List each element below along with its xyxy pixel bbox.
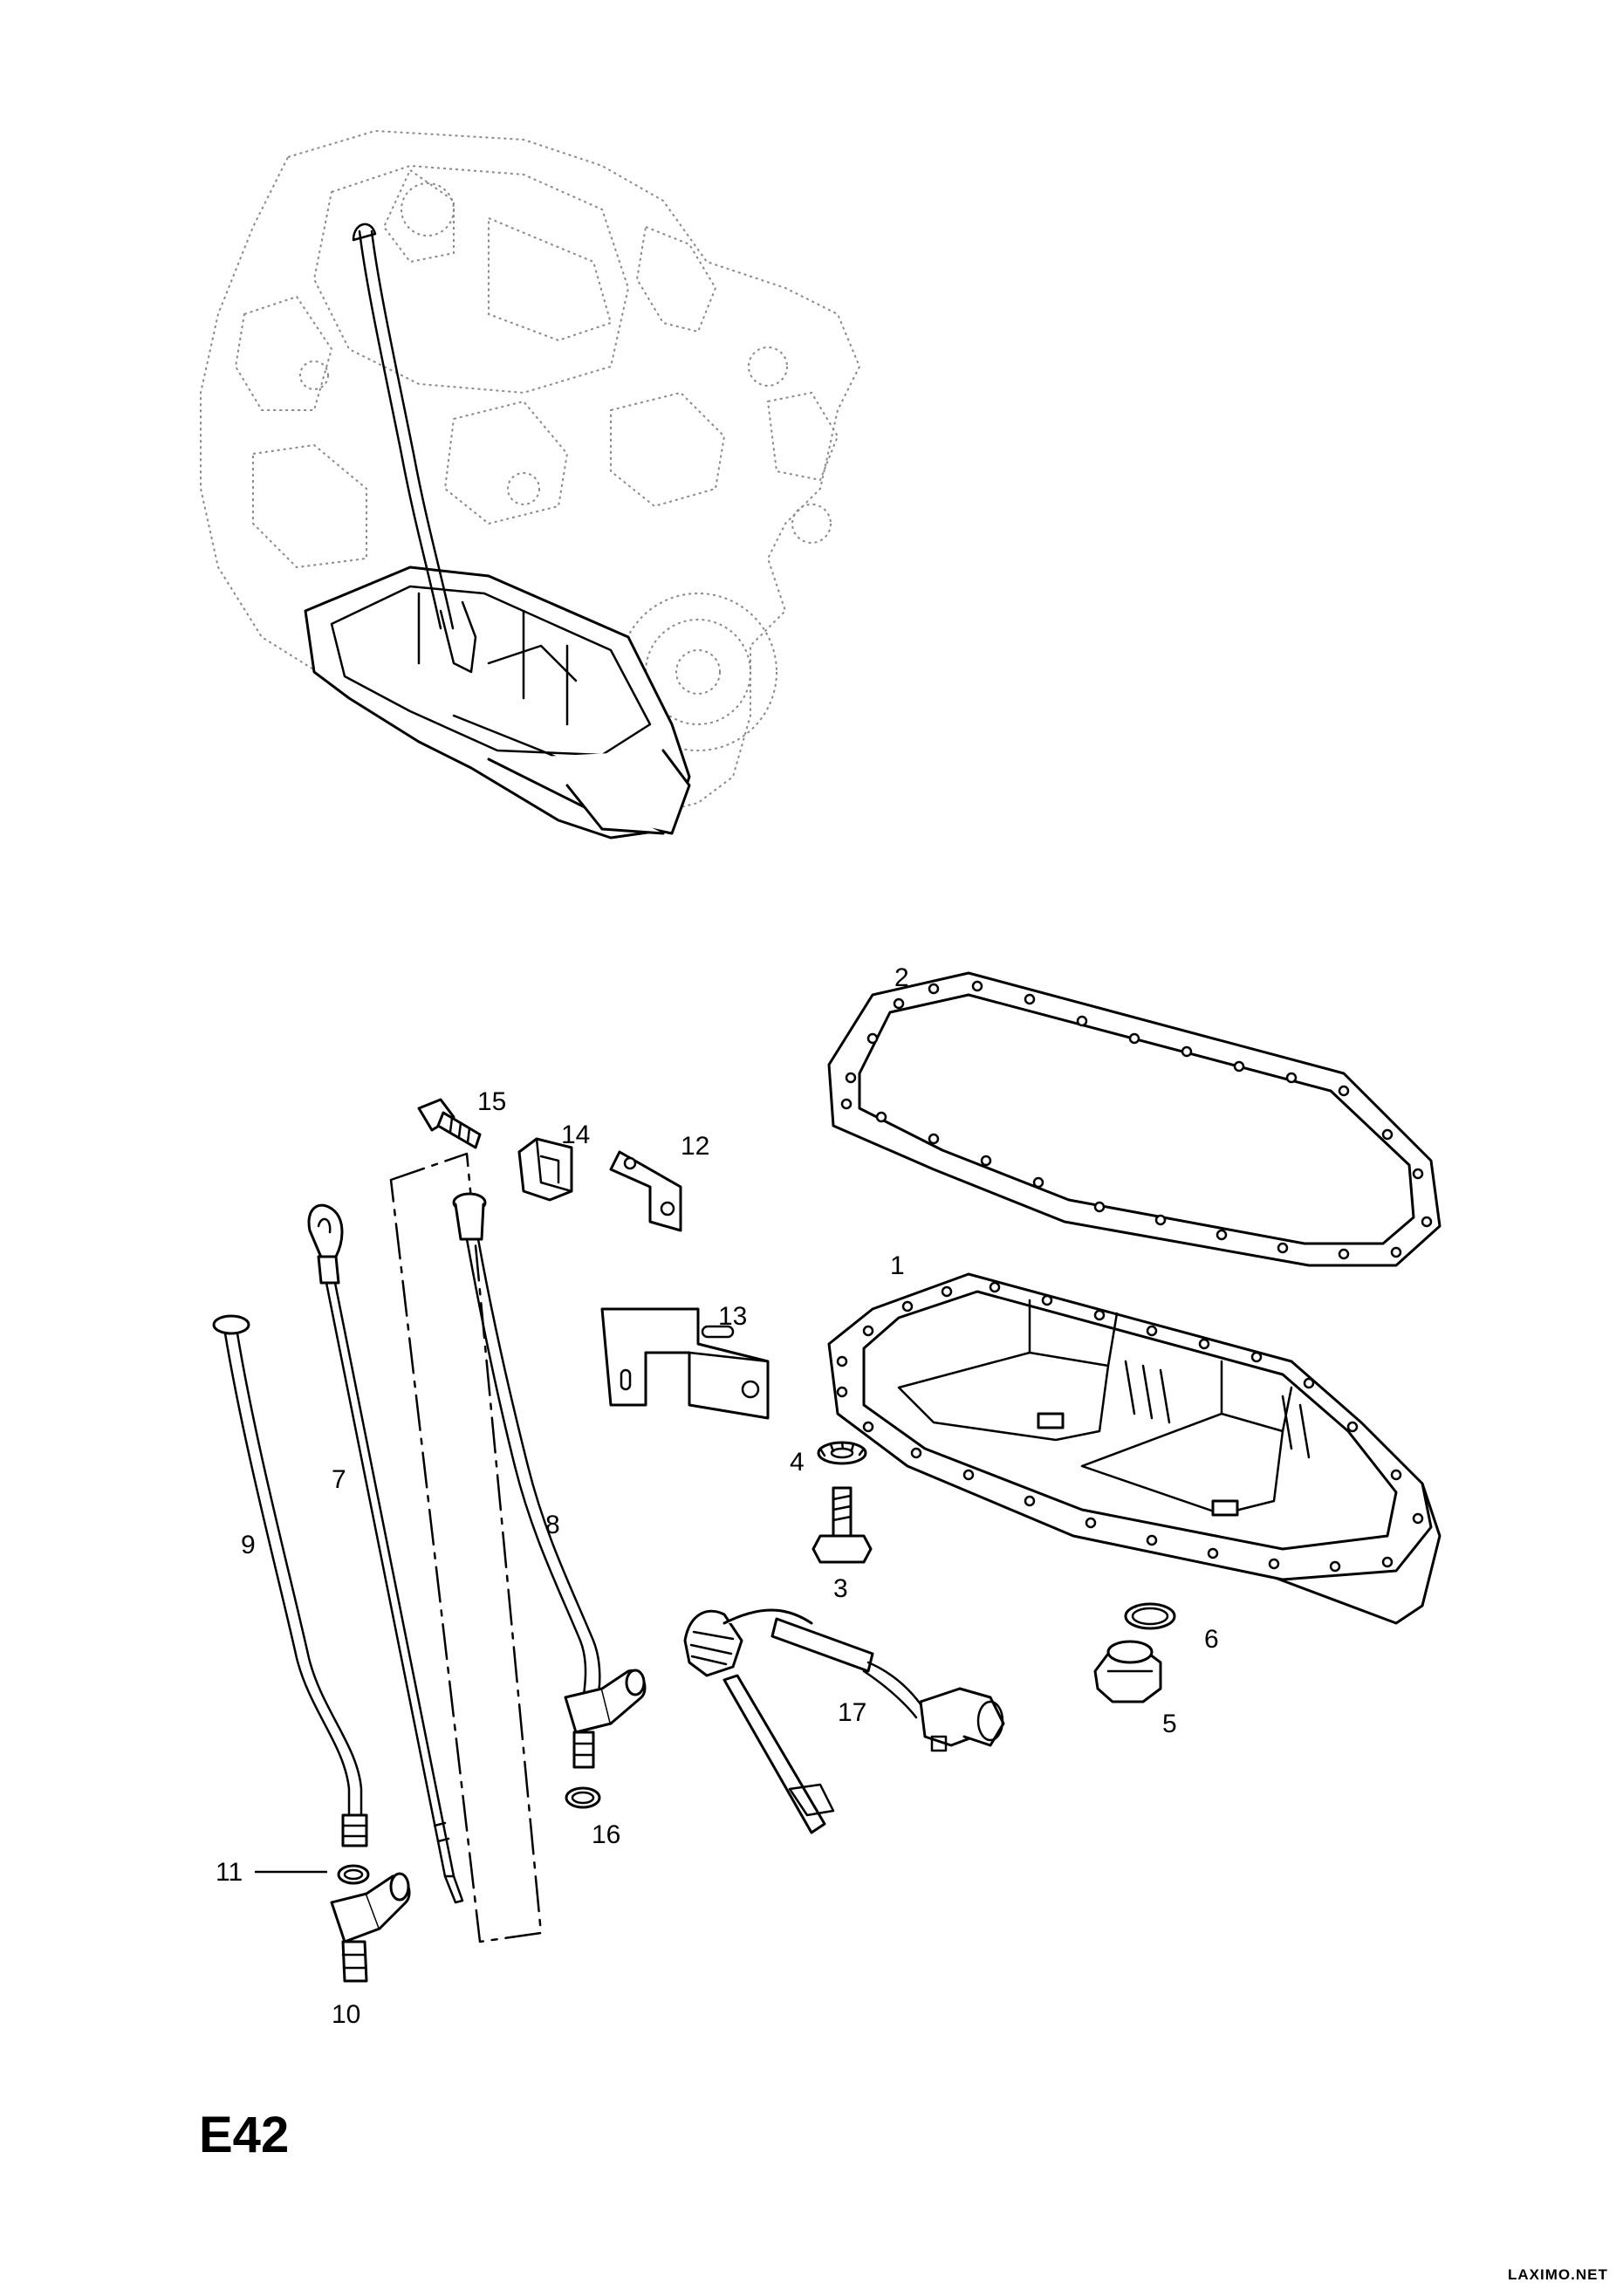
- bolt-part-15: [417, 1098, 482, 1149]
- callout-17: 17: [838, 1698, 866, 1727]
- drain-plug-part-5: [1093, 1640, 1162, 1703]
- gasket-part-2: [827, 971, 1442, 1267]
- callout-3: 3: [833, 1574, 848, 1603]
- callout-11: 11: [216, 1858, 243, 1887]
- callout-9: 9: [241, 1531, 256, 1559]
- seal-part-6: [1124, 1602, 1176, 1630]
- callout-4: 4: [790, 1448, 805, 1477]
- callout-14: 14: [561, 1121, 590, 1149]
- o-ring-part-16: [565, 1786, 601, 1809]
- callout-8: 8: [545, 1511, 560, 1539]
- clip-part-12: [609, 1150, 682, 1232]
- callout-7: 7: [332, 1465, 346, 1494]
- clip-part-14: [517, 1137, 573, 1202]
- callout-13: 13: [718, 1302, 747, 1331]
- callout-6: 6: [1204, 1625, 1219, 1654]
- guide-tube-part-8: [452, 1192, 647, 1769]
- washer-part-4: [817, 1441, 867, 1465]
- o-ring-part-11: [337, 1864, 370, 1885]
- oil-pan-part-1: [827, 1272, 1442, 1625]
- callout-10: 10: [332, 2000, 360, 2029]
- tube-part-9: [212, 1314, 368, 1847]
- callout-2: 2: [894, 963, 909, 992]
- callout-12: 12: [681, 1132, 709, 1161]
- callout-labels: 1 2 3 4 5 6 7 8 9 10 11 12 13 14 15 16 1…: [216, 963, 1219, 2029]
- bracket-part-13: [600, 1307, 770, 1420]
- engine-overview: [200, 129, 861, 840]
- elbow-part-10: [330, 1872, 411, 1983]
- tube-centreline: [389, 1152, 543, 1943]
- bolt-part-3: [812, 1486, 873, 1564]
- watermark: LAXIMO.NET: [1508, 2266, 1608, 2283]
- dipstick-part-7: [307, 1203, 464, 1904]
- diagram-code: E42: [199, 2107, 289, 2163]
- sensor-part-17: [683, 1608, 1005, 1834]
- callout-16: 16: [592, 1820, 620, 1849]
- callout-5: 5: [1162, 1710, 1177, 1738]
- callout-15: 15: [477, 1087, 506, 1116]
- callout-1: 1: [890, 1251, 905, 1280]
